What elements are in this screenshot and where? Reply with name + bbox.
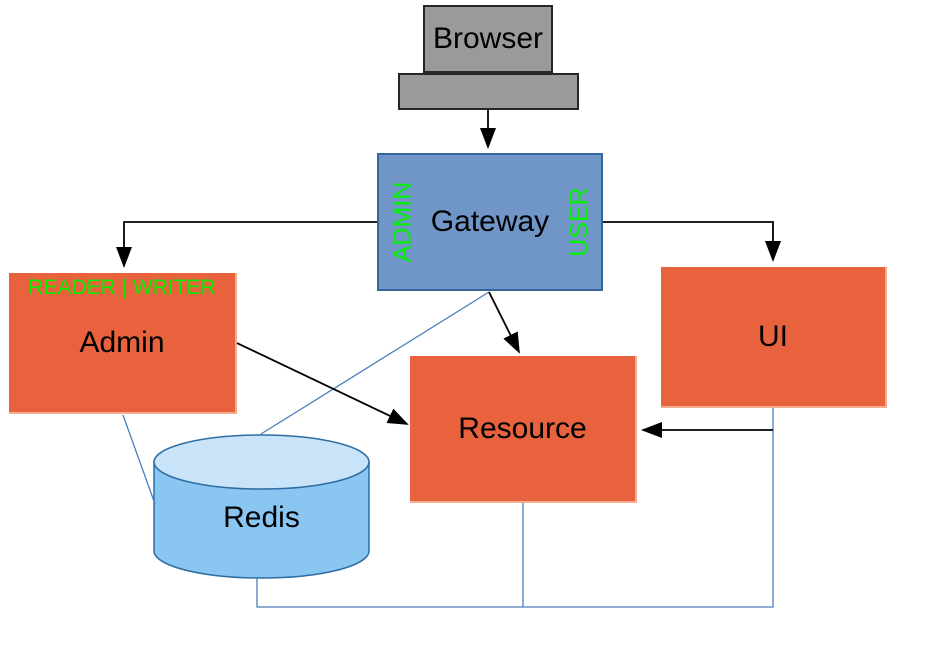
browser-node: Browser [423,5,553,73]
resource-label: Resource [458,411,587,445]
edge-gateway-ui [603,221,781,262]
admin-roles-label: READER | WRITER [28,276,216,299]
edge-gateway-admin [116,221,377,268]
gateway-user-port-label: USER [565,187,594,257]
browser-node-base [398,73,579,110]
redis-label: Redis [223,501,300,534]
edge-admin-redis [122,414,156,505]
ui-label: UI [758,319,788,353]
ui-node: UI [661,267,887,408]
edge-admin-resource [236,342,409,425]
gateway-admin-port-label: ADMIN [388,181,417,263]
edge-gateway-resource [488,291,520,354]
gateway-label: Gateway [430,205,550,238]
admin-label: Admin [79,325,165,359]
admin-node: READER | WRITER Admin [9,273,237,414]
gateway-node: ADMIN Gateway USER [377,153,603,291]
browser-label: Browser [432,22,544,55]
resource-node: Resource [410,356,637,503]
